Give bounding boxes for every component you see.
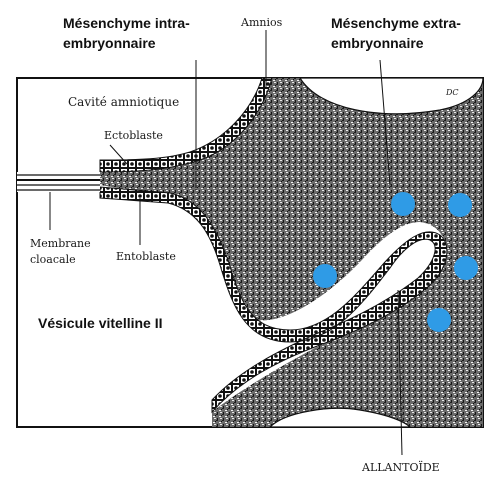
blue-marker (313, 264, 337, 288)
blue-marker (454, 256, 478, 280)
membrane-line2: cloacale (30, 253, 91, 266)
blue-marker (427, 308, 451, 332)
allantoide-label: ALLANTOÏDE (362, 461, 440, 474)
mesenchyme-intra-label: Mésenchyme intra- embryonnaire (63, 13, 190, 53)
ectoblaste-label: Ectoblaste (104, 129, 163, 142)
membrane-line1: Membrane (30, 237, 91, 250)
blue-marker (391, 192, 415, 216)
vesicule-vitelline-label: Vésicule vitelline II (38, 315, 163, 331)
mesenchyme-intra-line2: embryonnaire (63, 33, 190, 53)
mesenchyme-extra-label: Mésenchyme extra- embryonnaire (331, 13, 461, 53)
mesenchyme-extra-line2: embryonnaire (331, 33, 461, 53)
mesenchyme-extra-line1: Mésenchyme extra- (331, 13, 461, 33)
cavite-amniotique-label: Cavité amniotique (68, 96, 179, 109)
signature: DC (446, 86, 459, 99)
entoblaste-label: Entoblaste (116, 250, 176, 263)
mesenchyme-intra-line1: Mésenchyme intra- (63, 13, 190, 33)
amnios-label: Amnios (241, 16, 282, 29)
membrane-cloacale-label: Membrane cloacale (30, 237, 91, 266)
blue-marker (448, 193, 472, 217)
